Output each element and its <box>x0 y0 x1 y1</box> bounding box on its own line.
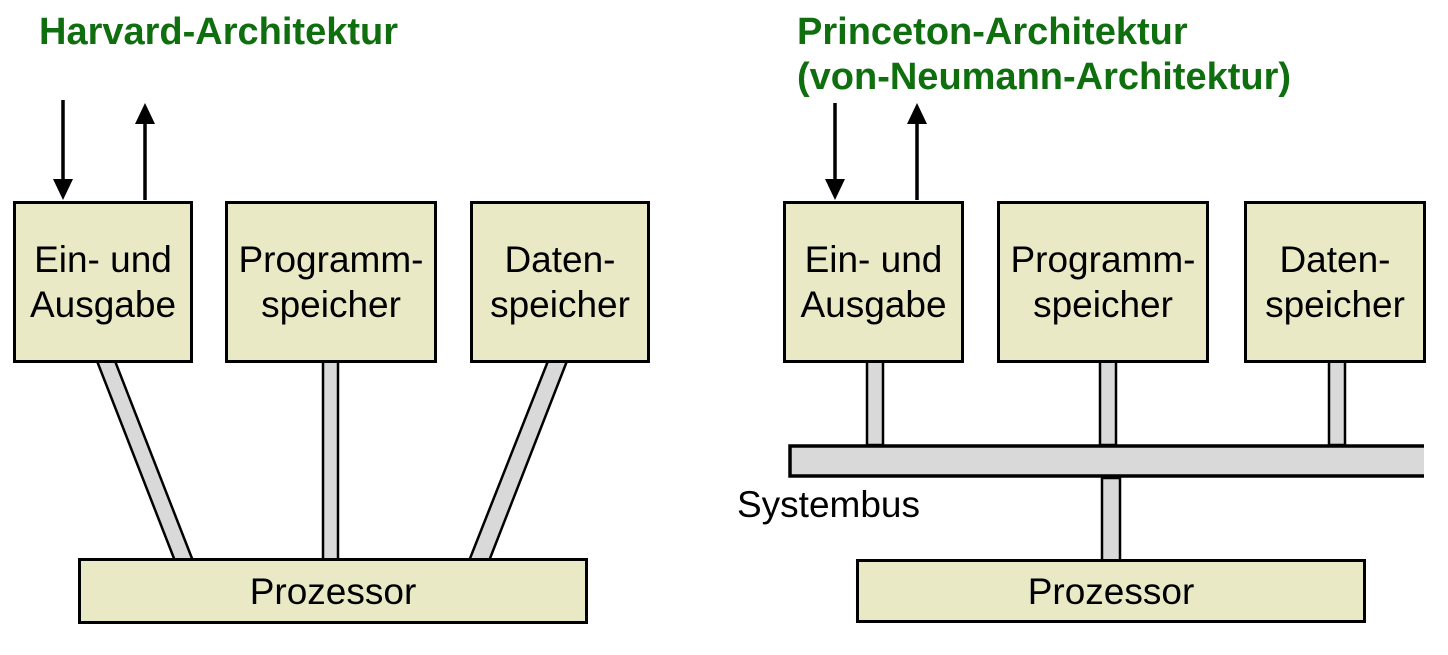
princeton-title-line1: Princeton-Architektur <box>797 11 1188 53</box>
harvard-program-box: Programm- speicher <box>225 201 437 363</box>
princeton-processor-box: Prozessor <box>856 559 1366 623</box>
princeton-title: Princeton-Architektur (von-Neumann-Archi… <box>797 10 1291 100</box>
harvard-io-box: Ein- und Ausgabe <box>13 201 193 363</box>
princeton-data-bus-link <box>1327 359 1347 447</box>
harvard-processor-box: Prozessor <box>78 558 588 624</box>
princeton-io-bus-link <box>865 359 885 447</box>
harvard-data-box: Daten- speicher <box>470 201 650 363</box>
harvard-title: Harvard-Architektur <box>39 11 398 53</box>
harvard-data-connector <box>467 359 569 563</box>
princeton-output-arrow-icon <box>907 103 927 200</box>
princeton-title-line2: (von-Neumann-Architektur) <box>797 56 1292 98</box>
harvard-program-connector <box>321 359 340 563</box>
princeton-program-box: Programm- speicher <box>997 201 1209 363</box>
harvard-input-arrow-icon <box>53 100 73 200</box>
harvard-io-connector <box>95 359 195 563</box>
princeton-input-arrow-icon <box>825 103 845 200</box>
princeton-processor-bus-link <box>1100 476 1122 564</box>
princeton-program-bus-link <box>1098 359 1118 447</box>
harvard-output-arrow-icon <box>135 103 155 200</box>
systembus-label: Systembus <box>737 484 921 525</box>
princeton-io-box: Ein- und Ausgabe <box>783 201 964 363</box>
princeton-data-box: Daten- speicher <box>1244 201 1426 363</box>
system-bus-bar <box>788 444 1424 478</box>
